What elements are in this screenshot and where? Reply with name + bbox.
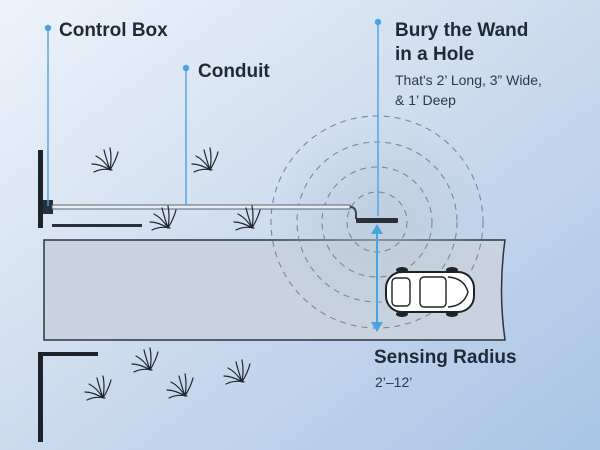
grass-tuft (223, 359, 251, 385)
label-sensing-radius-value: 2’–12’ (375, 374, 413, 390)
sensing-radius-arrow (371, 224, 383, 332)
walkway-edge-top (52, 224, 142, 227)
house-wall-top (38, 150, 53, 228)
wand (356, 218, 398, 223)
sensing-ring-2 (321, 166, 433, 278)
conduit (51, 204, 357, 219)
grass-tuft (84, 375, 112, 401)
grass-tuft (91, 147, 119, 173)
house-wall-bottom (38, 352, 98, 442)
grass-tuft (131, 347, 159, 373)
grass-tuft (233, 205, 261, 231)
grass-tuft (149, 205, 177, 231)
label-conduit: Conduit (198, 61, 270, 82)
label-wand-desc-line2: & 1’ Deep (395, 92, 456, 108)
leader-lines (44, 18, 382, 216)
label-control-box: Control Box (59, 20, 168, 41)
label-sensing-radius: Sensing Radius (374, 347, 517, 368)
car (385, 267, 475, 317)
grass-tuft (191, 147, 219, 173)
grass-tuft (166, 373, 194, 399)
label-wand-title-line2: in a Hole (395, 44, 475, 65)
grass-tufts (84, 147, 261, 401)
label-wand-title-line1: Bury the Wand (395, 20, 529, 41)
label-wand-desc-line1: That's 2’ Long, 3” Wide, (395, 72, 542, 88)
